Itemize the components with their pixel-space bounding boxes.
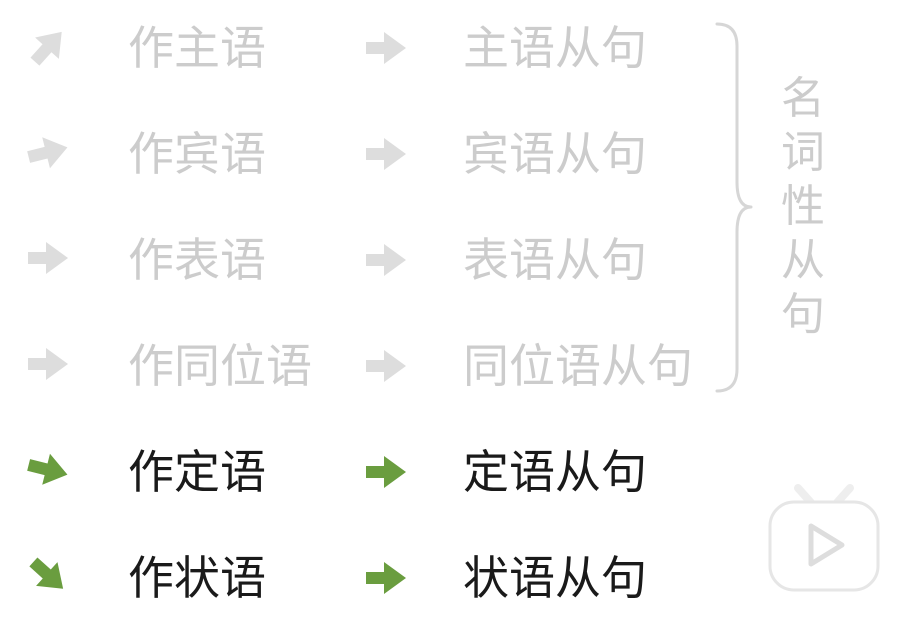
sentence-role: 作宾语: [128, 127, 266, 181]
direction-arrow-icon: [27, 453, 68, 485]
sentence-role: 作表语: [128, 233, 266, 287]
clause-row: 作宾语 宾语从句: [0, 114, 720, 194]
right-arrow-icon: [366, 244, 406, 276]
right-arrow-icon: [366, 350, 406, 382]
right-arrow-icon: [366, 562, 406, 594]
tv-play-logo-icon[interactable]: [762, 482, 886, 598]
clause-type: 表语从句: [463, 233, 647, 287]
sentence-role: 作定语: [128, 445, 266, 499]
direction-arrow-icon: [28, 242, 68, 274]
sentence-role: 作状语: [128, 551, 266, 605]
right-arrow-icon: [366, 456, 406, 488]
curly-brace-icon: [715, 22, 753, 393]
noun-clause-label: 名 词 性 从 句: [778, 72, 828, 342]
clause-type: 宾语从句: [463, 127, 647, 181]
sentence-role: 作同位语: [128, 339, 312, 393]
clause-type: 同位语从句: [463, 339, 693, 393]
direction-arrow-icon: [30, 31, 62, 66]
right-arrow-icon: [366, 138, 406, 170]
sentence-role: 作主语: [128, 21, 266, 75]
clause-type: 状语从句: [463, 551, 647, 605]
clause-type: 定语从句: [463, 445, 647, 499]
clause-row: 作主语 主语从句: [0, 8, 720, 88]
direction-arrow-icon: [27, 137, 68, 169]
clause-row: 作定语 定语从句: [0, 432, 720, 512]
direction-arrow-icon: [29, 557, 64, 589]
group-label-char: 词: [781, 127, 825, 178]
clause-type: 主语从句: [463, 21, 647, 75]
group-label-char: 句: [781, 289, 825, 340]
clause-row: 作表语 表语从句: [0, 220, 720, 300]
group-label-char: 性: [781, 181, 825, 232]
group-label-char: 名: [781, 73, 825, 124]
clause-row: 作状语 状语从句: [0, 538, 720, 618]
right-arrow-icon: [366, 32, 406, 64]
clause-row: 作同位语 同位语从句: [0, 326, 720, 406]
group-label-char: 从: [781, 235, 825, 286]
direction-arrow-icon: [28, 348, 68, 380]
